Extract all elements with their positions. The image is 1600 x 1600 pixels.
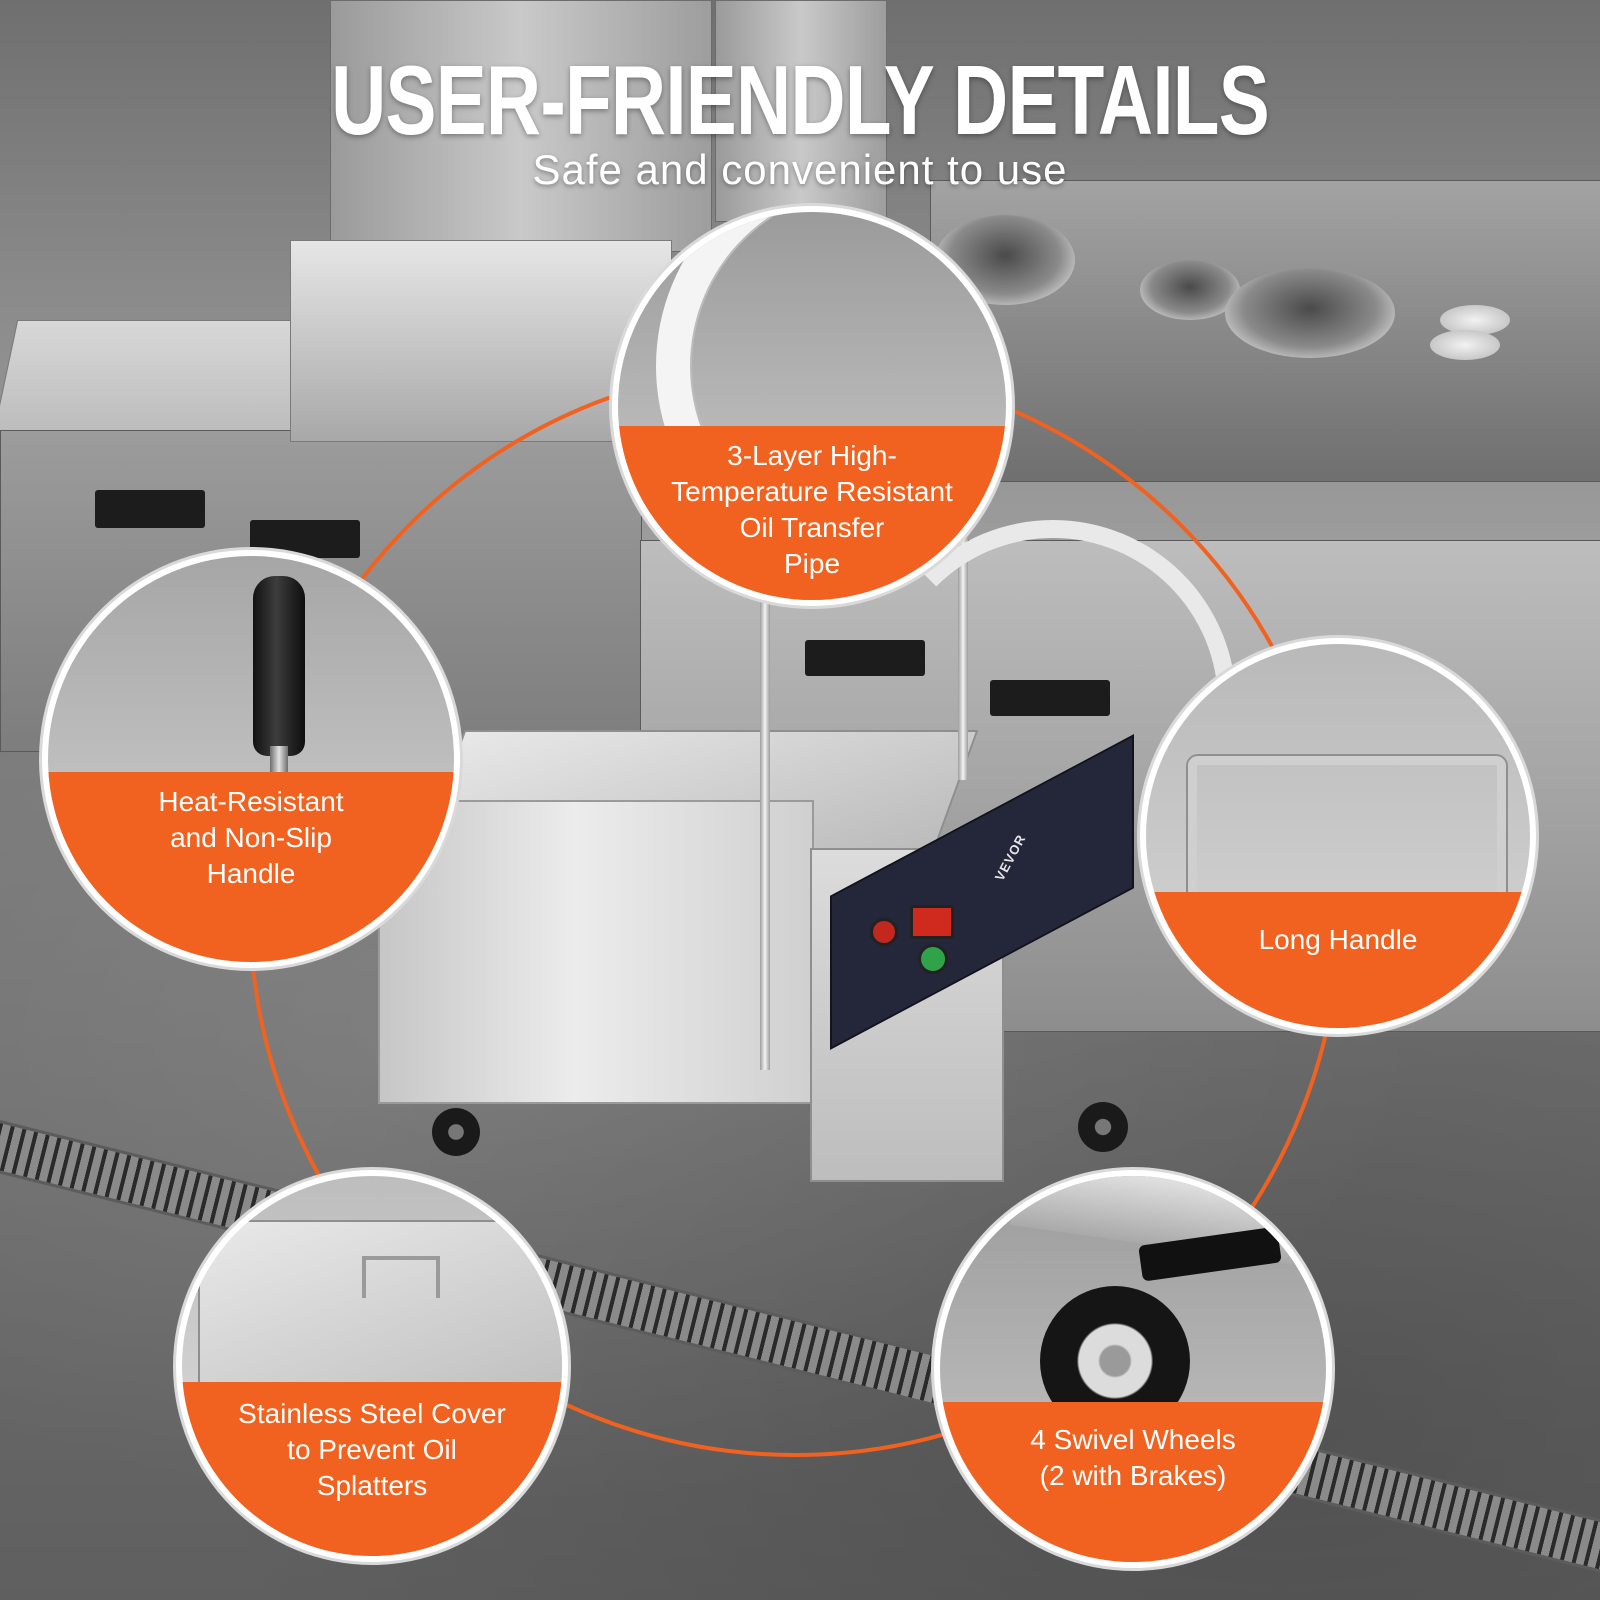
callout-label-band: Long Handle (1146, 892, 1530, 1028)
callout-label-band: Heat-Resistant and Non-Slip Handle (48, 772, 454, 962)
headline-title: USER-FRIENDLY DETAILS (331, 45, 1270, 155)
callout-label: Stainless Steel Cover to Prevent Oil Spl… (238, 1398, 506, 1501)
callout-label: Heat-Resistant and Non-Slip Handle (158, 786, 344, 889)
callout-non-slip-handle: Heat-Resistant and Non-Slip Handle (48, 556, 454, 962)
upright-fridge-right (715, 0, 887, 222)
caster-wheel (432, 1108, 480, 1156)
callout-oil-transfer-pipe: 3-Layer High- Temperature Resistant Oil … (618, 212, 1006, 600)
callout-label: 4 Swivel Wheels (2 with Brakes) (1030, 1424, 1236, 1491)
callout-label-band: 4 Swivel Wheels (2 with Brakes) (940, 1402, 1326, 1562)
headline-subtitle: Safe and convenient to use (532, 146, 1068, 193)
indicator-light-red (870, 918, 898, 946)
callout-label: Long Handle (1258, 924, 1418, 955)
wok (1140, 260, 1240, 320)
wok (1225, 268, 1395, 358)
plate-stack (1430, 330, 1500, 360)
upright-fridge-left (330, 0, 712, 252)
cabinet-handle (250, 520, 360, 558)
start-button-green (918, 944, 948, 974)
cabinet-handle (95, 490, 205, 528)
callout-swivel-wheels: 4 Swivel Wheels (2 with Brakes) (940, 1176, 1326, 1562)
callout-label-band: Stainless Steel Cover to Prevent Oil Spl… (182, 1382, 562, 1556)
callout-label: 3-Layer High- Temperature Resistant Oil … (671, 440, 953, 579)
callout-long-handle: Long Handle (1146, 644, 1530, 1028)
callout-label-band: 3-Layer High- Temperature Resistant Oil … (618, 426, 1006, 600)
fryer-unit (290, 240, 672, 442)
power-rocker-switch (910, 905, 954, 939)
callout-stainless-cover: Stainless Steel Cover to Prevent Oil Spl… (182, 1176, 562, 1556)
handle-pole (760, 300, 770, 1070)
caster-wheel (1078, 1102, 1128, 1152)
